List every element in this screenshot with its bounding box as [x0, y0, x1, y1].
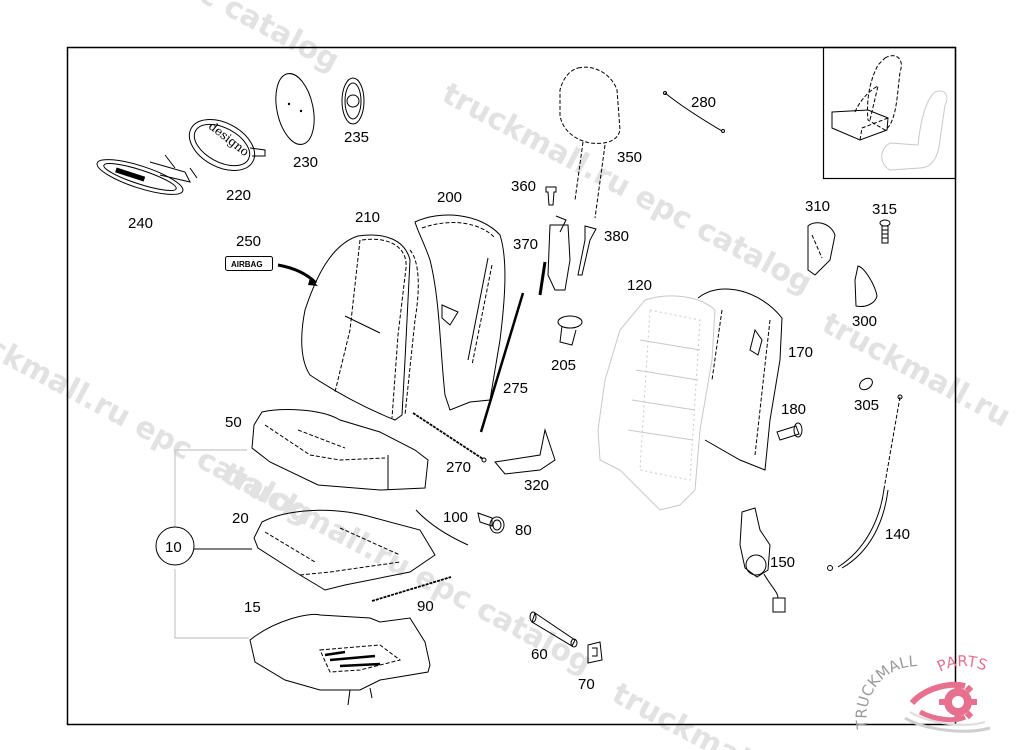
- callout-label-360: 360: [511, 178, 536, 195]
- callout-label-220: 220: [226, 187, 251, 204]
- gear-icon: [939, 683, 977, 721]
- callout-label-200: 200: [437, 189, 462, 206]
- part-100-wire: [415, 509, 469, 546]
- callout-label-150: 150: [770, 554, 795, 571]
- part-200-backrest-back: [414, 214, 506, 411]
- part-90-rod: [371, 576, 452, 602]
- watermark-text: truckmall.ru: [816, 306, 1016, 434]
- part-220-designo-badge: designo: [188, 119, 266, 171]
- part-240-trim-badge: [96, 154, 198, 195]
- callout-label-235: 235: [344, 129, 369, 146]
- callout-label-370: 370: [513, 236, 538, 253]
- inset-seat-illustration: [831, 55, 948, 171]
- part-60-tube: [529, 611, 578, 648]
- watermark-text: epc catalog: [156, 0, 345, 79]
- part-320-bracket: [494, 428, 556, 475]
- callout-label-205: 205: [551, 357, 576, 374]
- assembly-group-bracket: [174, 449, 252, 639]
- callout-label-60: 60: [531, 646, 548, 663]
- callout-label-350: 350: [617, 149, 642, 166]
- part-360-guide-sleeve: [545, 186, 557, 206]
- part-315-screw: [879, 219, 891, 244]
- part-280-wire: [663, 91, 725, 133]
- callout-label-280: 280: [691, 94, 716, 111]
- part-180-screw: [776, 422, 803, 441]
- callout-label-120: 120: [627, 277, 652, 294]
- part-305-clip: [859, 377, 873, 391]
- callout-label-320: 320: [524, 477, 549, 494]
- callout-label-315: 315: [872, 201, 897, 218]
- part-380-release-lever: [577, 225, 597, 276]
- callout-label-50: 50: [225, 414, 242, 431]
- watermark-text: truckmall.ru epc catalog: [436, 76, 817, 301]
- callout-label-300: 300: [852, 313, 877, 330]
- callout-label-70: 70: [578, 676, 595, 693]
- part-275-rod: [479, 292, 525, 433]
- part-80-bolt: [477, 512, 505, 534]
- callout-label-270: 270: [446, 459, 471, 476]
- part-370-headrest-guide: [538, 215, 571, 296]
- part-300-cap: [854, 265, 878, 307]
- designo-badge-text: designo: [206, 119, 252, 159]
- watermark-text: truckmall.ru: [606, 676, 806, 750]
- part-140-cable: [827, 394, 903, 571]
- part-350-headrest: [559, 66, 621, 219]
- callout-label-90: 90: [417, 598, 434, 615]
- callout-label-240: 240: [128, 215, 153, 232]
- part-120-backrest-frame: [597, 295, 716, 511]
- callout-label-20: 20: [232, 510, 249, 527]
- logo-brand-b: PARTS: [934, 652, 989, 675]
- callout-label-250: 250: [236, 233, 261, 250]
- callout-label-210: 210: [355, 209, 380, 226]
- part-170-backrest-side: [697, 288, 783, 471]
- part-235-grommet: [341, 77, 365, 125]
- part-205-clip: [557, 315, 583, 346]
- callout-label-80: 80: [515, 522, 532, 539]
- truckmall-parts-logo: TRUCKMALL PARTS: [852, 652, 991, 733]
- part-150-motor: [739, 507, 786, 613]
- callout-label-10: 10: [165, 539, 182, 556]
- callout-label-170: 170: [788, 344, 813, 361]
- callout-label-140: 140: [885, 526, 910, 543]
- callout-label-100: 100: [443, 509, 468, 526]
- part-70-clip: [587, 641, 603, 664]
- callout-label-230: 230: [293, 154, 318, 171]
- callout-label-310: 310: [805, 198, 830, 215]
- inset-overview-box: [822, 46, 957, 180]
- part-210-backrest-cover: [301, 234, 419, 421]
- part-230-disc: [275, 73, 315, 145]
- part-310-trim-cover: [807, 222, 836, 276]
- part-20-cushion-foam: [253, 509, 436, 591]
- callout-label-15: 15: [244, 599, 261, 616]
- part-270-rod: [412, 412, 487, 463]
- assembly-callout-10: 10: [155, 526, 195, 566]
- diagram-frame: [66, 46, 957, 726]
- airbag-tag-text: AIRBAG: [231, 260, 263, 269]
- callout-label-275: 275: [503, 380, 528, 397]
- part-250-airbag-tag: AIRBAG: [225, 256, 318, 286]
- part-50-cushion-cover: [251, 409, 429, 491]
- callout-label-180: 180: [781, 401, 806, 418]
- part-15-cushion-frame: [249, 613, 431, 706]
- callout-label-305: 305: [854, 397, 879, 414]
- callout-label-380: 380: [604, 228, 629, 245]
